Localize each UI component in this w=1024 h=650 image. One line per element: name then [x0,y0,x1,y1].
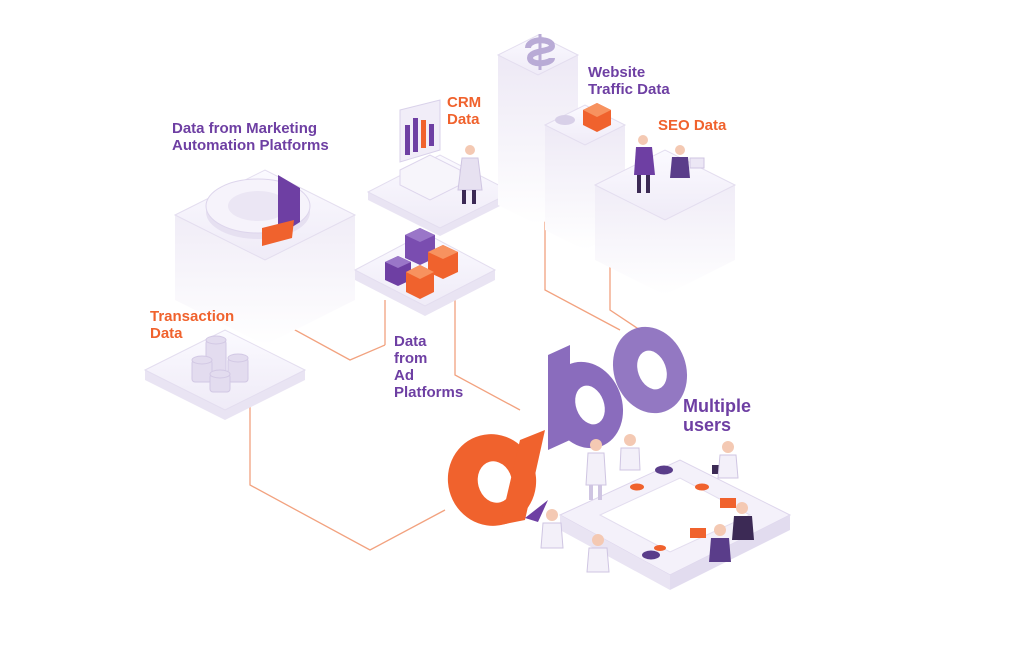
person-icon [732,502,754,540]
meeting-table-icon [558,459,792,590]
crm-block [366,99,514,236]
person-icon [709,524,731,562]
label-transaction: Transaction Data [150,308,235,342]
label-website-traffic: Website Traffic Data [588,64,670,98]
coin-stack-icon [191,335,249,393]
label-crm: CRM Data [447,94,482,128]
person-icon [585,439,607,500]
person-icon [670,145,705,178]
connector-transaction [249,395,446,551]
person-icon [540,509,564,549]
users-group [540,434,754,573]
label-ad-platforms: Data from Ad Platforms [394,333,464,401]
person-icon [457,145,483,204]
label-multiple-users: Multiple users [683,396,751,435]
ab-logo [447,326,688,526]
seo-block [593,135,737,295]
orange-cube-icon [583,103,611,132]
person-icon [717,441,739,479]
person-icon [586,534,610,573]
person-icon [619,434,641,471]
donut-chart-icon [205,175,311,246]
ad-platforms-block [353,228,497,316]
cubes-icon [385,228,458,299]
bar-chart-screen-icon [399,99,441,163]
label-seo: SEO Data [658,117,727,134]
transaction-block [143,329,307,420]
connector-ad [454,300,521,411]
label-marketing: Data from Marketing Automation Platforms [172,120,329,154]
dollar-icon [525,34,556,70]
connector-seo [609,250,641,331]
person-icon [634,135,655,193]
marketing-block [173,169,357,345]
